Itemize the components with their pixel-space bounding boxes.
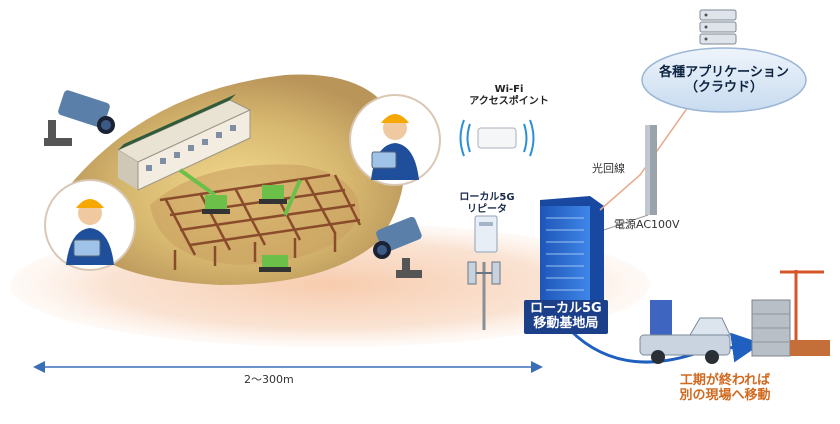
steel-frame <box>159 173 362 270</box>
cloud-applications-label: 各種アプリケーション（クラウド） <box>659 65 789 95</box>
fiber-line <box>599 89 701 211</box>
crane-icon <box>751 270 830 357</box>
antenna-pole-icon <box>645 125 657 215</box>
wifi-access-point-icon <box>459 119 535 157</box>
construction-site <box>70 74 405 285</box>
power-line <box>603 214 649 231</box>
excavator <box>178 168 230 214</box>
repeater-icon <box>474 215 498 253</box>
server-rack-icon <box>699 9 737 45</box>
worker-with-tablet-icon <box>349 94 441 186</box>
antenna-pole-icon <box>467 261 501 330</box>
site-office-building <box>116 94 252 191</box>
server-rack-icon <box>540 196 604 312</box>
fiber-line-label: 光回線 <box>592 162 625 175</box>
power-supply-label: 電源AC100V <box>614 218 680 231</box>
truck-icon <box>639 300 731 364</box>
excavator <box>259 179 302 272</box>
cloud-shape <box>641 47 807 113</box>
worker-with-tablet-icon <box>44 179 136 271</box>
security-camera-icon <box>373 216 422 278</box>
security-camera-icon <box>44 90 115 146</box>
relocation-label: 工期が終われば別の現場へ移動 <box>679 373 771 403</box>
distance-label: 2～300m <box>244 373 294 386</box>
